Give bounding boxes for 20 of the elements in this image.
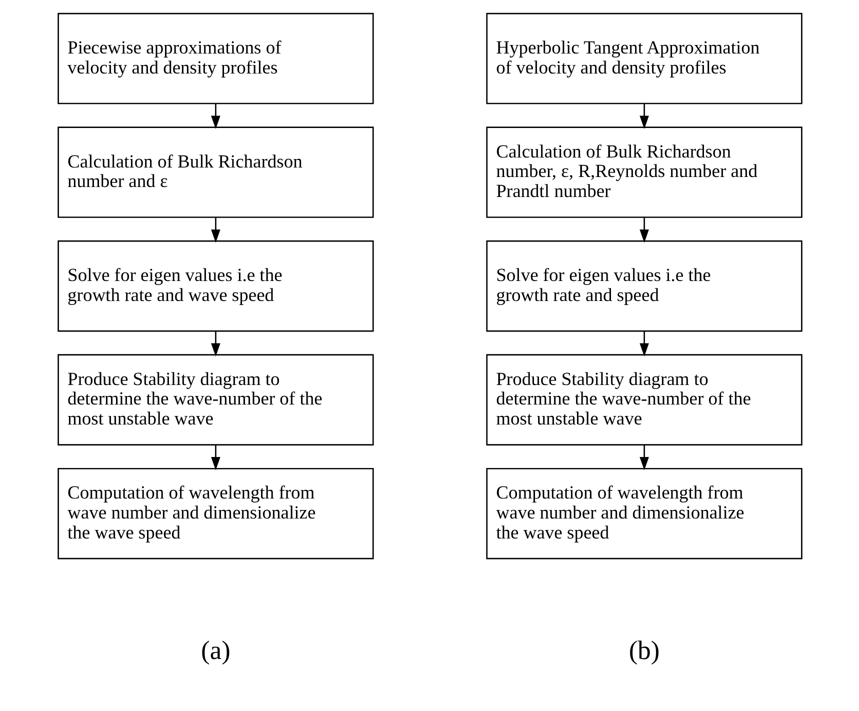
arrow <box>639 104 648 130</box>
arrow <box>639 218 648 243</box>
arrow <box>639 331 648 357</box>
arrow <box>210 218 220 243</box>
node-box: Solve for eigen values i.e the growth rate and speed <box>486 240 802 332</box>
arrow <box>210 331 220 357</box>
node-box: Hyperbolic Tangent Approximation of velocity and density profiles <box>486 12 802 104</box>
node-box: Piecewise approximations of velocity and density profiles <box>57 12 374 104</box>
node-box: Computation of wavelength from wave number and dimensionalize the wave speed <box>57 468 374 560</box>
node-box: Produce Stability diagram to determine the wave-number of the most unstable wave <box>57 354 374 446</box>
arrow <box>210 445 220 470</box>
node-box: Calculation of Bulk Richardson number, ε, R,Reynolds number and Prandtl number <box>486 126 802 218</box>
arrow <box>210 104 220 130</box>
node-box: Solve for eigen values i.e the growth rate and wave speed <box>57 240 374 332</box>
node-box: Calculation of Bulk Richardson number and ε <box>57 126 374 218</box>
node-box: Computation of wavelength from wave number and dimensionalize the wave speed <box>486 468 802 560</box>
label: (b) <box>628 635 660 666</box>
label: (a) <box>200 635 230 666</box>
arrow <box>639 445 648 470</box>
node-box: Produce Stability diagram to determine the wave-number of the most unstable wave <box>486 354 802 446</box>
